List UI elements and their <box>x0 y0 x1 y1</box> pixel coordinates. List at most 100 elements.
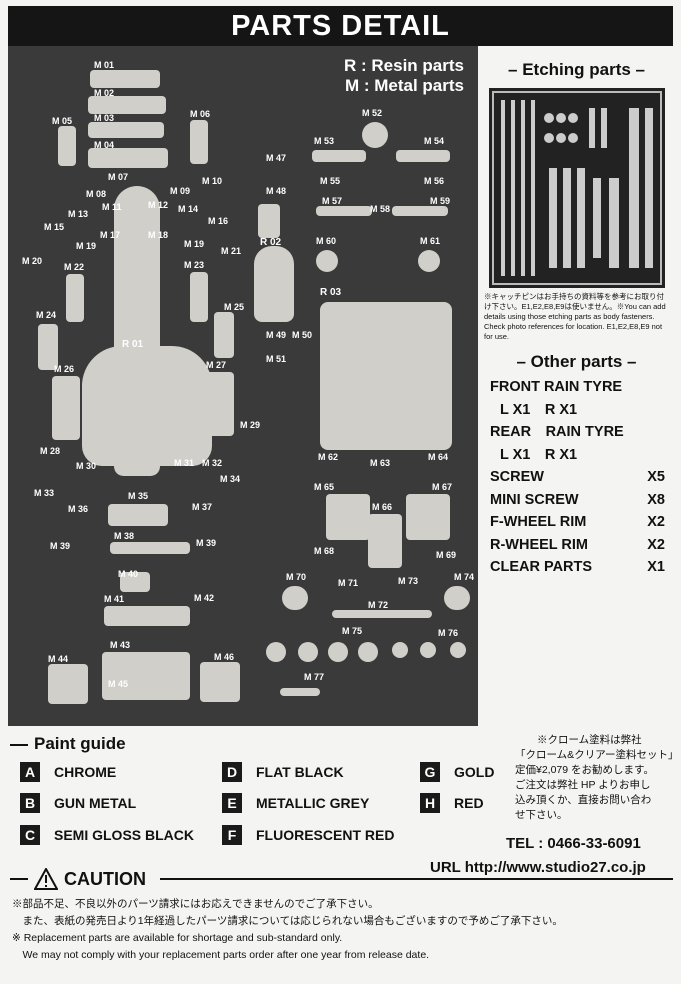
part-label: M 38 <box>114 531 135 541</box>
part-label: M 05 <box>52 116 73 126</box>
part-label: M 51 <box>266 354 287 364</box>
part-label: M 01 <box>94 60 115 70</box>
part-label: M 14 <box>178 204 199 214</box>
part-label: M 59 <box>430 196 451 206</box>
part-label: M 62 <box>318 452 339 462</box>
legend-resin: R : Resin parts <box>344 56 464 75</box>
part-shape <box>328 642 348 662</box>
part-label: M 58 <box>370 204 391 214</box>
list-item: L X1 R X1 <box>500 446 578 463</box>
part-label: M 63 <box>370 458 391 468</box>
contact-info: TEL : 0466-33-6091 URL http://www.studio… <box>430 832 646 880</box>
part-label: M 31 <box>174 458 195 468</box>
part-shape <box>48 664 88 704</box>
part-label: M 70 <box>286 572 307 582</box>
part-label: M 39 <box>50 541 71 551</box>
other-parts-title: – Other parts – <box>516 352 637 371</box>
part-shape <box>110 542 190 554</box>
part-label: M 45 <box>108 679 129 689</box>
part-label: M 19 <box>184 239 205 249</box>
part-label: M 21 <box>221 246 242 256</box>
part-shape <box>88 148 168 168</box>
part-label: M 43 <box>110 640 131 650</box>
caution-text: ※部品不足、不良以外のパーツ請求にはお応えできませんのでご了承下さい。 また、表… <box>12 898 563 961</box>
part-label: M 24 <box>36 310 57 320</box>
part-shape <box>190 272 208 322</box>
part-label: M 66 <box>372 502 393 512</box>
part-label: M 61 <box>420 236 441 246</box>
part-label: M 03 <box>94 113 115 123</box>
part-label: M 69 <box>436 550 457 560</box>
part-shape <box>282 586 308 610</box>
part-label: M 27 <box>206 360 227 370</box>
part-label: M 12 <box>148 200 169 210</box>
caution-divider <box>160 878 673 880</box>
part-label: M 36 <box>68 504 89 514</box>
part-shape <box>326 494 370 540</box>
part-shape <box>266 642 286 662</box>
part-label: M 57 <box>322 196 343 206</box>
part-shape <box>66 274 84 322</box>
resin-part-label: R 02 <box>260 237 282 248</box>
part-label: M 08 <box>86 189 107 199</box>
part-label: M 02 <box>94 88 115 98</box>
part-label: M 56 <box>424 176 445 186</box>
part-shape <box>332 610 432 618</box>
part-shape <box>102 652 190 700</box>
other-parts-list: FRONT RAIN TYRE L X1 R X1 REAR RAIN TYRE… <box>480 376 673 579</box>
part-label: M 33 <box>34 488 55 498</box>
warning-icon <box>34 868 58 890</box>
part-label: M 71 <box>338 578 359 588</box>
part-label: M 44 <box>48 654 69 664</box>
part-label: M 13 <box>68 209 89 219</box>
part-shape <box>88 122 164 138</box>
part-shape <box>104 606 190 626</box>
right-column: – Etching parts – ※キャッチピンはお手持ちの資料等を参考にお取… <box>480 46 673 579</box>
page-header: PARTS DETAIL <box>8 6 673 46</box>
part-label: M 15 <box>44 222 65 232</box>
part-label: M 50 <box>292 330 313 340</box>
sales-note: ※クローム塗料は弊社 「クローム&クリアー塗料セット」 定価¥2,079 をお勧… <box>515 734 679 821</box>
part-label: M 48 <box>266 186 287 196</box>
phone-number: TEL : 0466-33-6091 <box>506 835 641 852</box>
parts-photo: R : Resin parts M : Metal parts M 01 M 02… <box>8 46 478 726</box>
part-shape <box>52 376 80 440</box>
part-shape <box>190 120 208 164</box>
website-url: URL http://www.studio27.co.jp <box>430 859 646 876</box>
part-shape <box>204 372 234 436</box>
legend-metal: M : Metal parts <box>344 76 464 95</box>
part-shape <box>254 246 294 322</box>
part-shape <box>368 514 402 568</box>
etching-fret <box>488 88 665 288</box>
part-label: M 09 <box>170 186 191 196</box>
part-label: M 39 <box>196 538 217 548</box>
part-shape <box>358 642 378 662</box>
part-shape <box>406 494 450 540</box>
part-label: M 55 <box>320 176 341 186</box>
part-shape <box>88 96 166 114</box>
part-label: M 18 <box>148 230 169 240</box>
part-shape <box>396 150 450 162</box>
part-shape <box>82 346 212 466</box>
part-label: M 16 <box>208 216 229 226</box>
part-label: M 65 <box>314 482 335 492</box>
resin-part-label: R 03 <box>320 287 342 298</box>
part-shape <box>90 70 160 88</box>
part-shape <box>258 204 280 238</box>
part-label: M 67 <box>432 482 453 492</box>
part-shape <box>362 122 388 148</box>
part-label: M 73 <box>398 576 419 586</box>
etching-fret-icon <box>491 91 662 285</box>
part-label: M 46 <box>214 652 235 662</box>
part-shape <box>418 250 440 272</box>
